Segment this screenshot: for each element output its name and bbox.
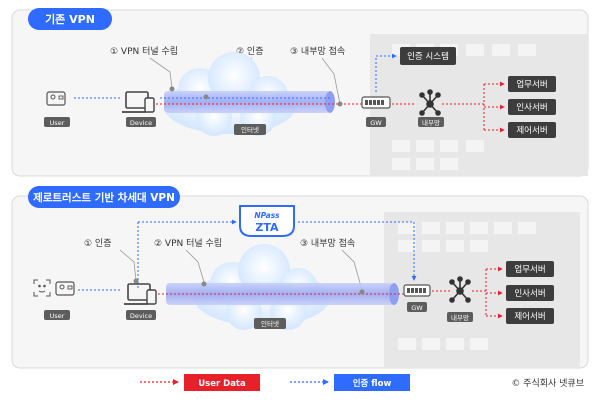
zerotrust-face-id-icon (33, 279, 51, 297)
zt-step3-dot (359, 289, 365, 295)
copyright: © 주식회사 넷큐브 (511, 378, 584, 389)
legacy-server-2-box (508, 99, 556, 115)
zerotrust-gw-label-bg (407, 302, 427, 312)
zerotrust-user-icon (55, 281, 75, 296)
legacy-step3-dot (337, 101, 343, 107)
legacy-user-icon (46, 91, 66, 106)
zta-brand-text: NPass (254, 211, 280, 220)
legacy-step2-dot (203, 94, 209, 100)
legacy-internet-label-bg (234, 124, 266, 135)
zerotrust-device-label: Device (130, 312, 152, 320)
zerotrust-step-3: ③ 내부망 접속 (300, 237, 355, 249)
legacy-internal-label-bg (418, 117, 444, 127)
legacy-vpn-tunnel (164, 91, 330, 113)
zerotrust-internal-label: 내부망 (451, 313, 469, 322)
legend-user-data-label: User Data (198, 379, 246, 389)
legend: User Data 인증 flow © 주식회사 넷큐브 (140, 374, 584, 391)
zerotrust-internal-label-bg (447, 312, 473, 322)
legacy-vpn-panel: 기존 VPN ① VPN 터널 수립 ② 인증 ③ 내부망 접속 인터넷 (11, 8, 589, 177)
legacy-gw-icon (361, 96, 391, 109)
legacy-gw-label-bg (366, 117, 386, 127)
legacy-step-2: ② 인증 (236, 46, 264, 57)
zt-step1-pointer (119, 249, 137, 281)
zerotrust-internal-net-icon (449, 276, 471, 303)
zerotrust-title-pill (28, 186, 180, 208)
legacy-auth-system-box (400, 47, 456, 65)
zerotrust-user-label-bg (44, 310, 70, 320)
legacy-gw-label: GW (370, 119, 382, 127)
zerotrust-server-1-box (506, 261, 554, 277)
legend-auth-flow-box (334, 374, 410, 391)
legacy-device-label: Device (130, 119, 152, 127)
zt-step3-pointer (341, 249, 363, 291)
zta-badge: NPass ZTA (239, 205, 295, 237)
legacy-server-1-label: 업무서버 (516, 79, 547, 90)
legacy-title: 기존 VPN (45, 12, 95, 26)
zerotrust-server-3-label: 제어서버 (514, 311, 545, 322)
legacy-server-2-label: 인사서버 (516, 102, 547, 113)
legacy-tunnel-end (325, 91, 335, 113)
zerotrust-step-2: ② VPN 터널 수립 (154, 238, 222, 249)
legend-auth-flow-label: 인증 flow (353, 378, 392, 389)
zerotrust-device-label-bg (126, 310, 156, 320)
zerotrust-gw-label: GW (411, 304, 423, 312)
zerotrust-step-1: ① 인증 (84, 238, 112, 249)
zerotrust-server-3-box (506, 308, 554, 324)
zerotrust-user-label: User (50, 312, 65, 320)
zta-label: ZTA (255, 221, 279, 234)
zerotrust-internet-label: 인터넷 (261, 319, 279, 328)
legacy-step-1: ① VPN 터널 수립 (110, 46, 178, 57)
zerotrust-internet-label-bg (254, 318, 286, 329)
legacy-server-1-box (508, 76, 556, 92)
legacy-step3-pointer (321, 57, 341, 105)
legend-user-data-box (184, 374, 260, 391)
legacy-server-3-label: 제어서버 (516, 125, 547, 136)
zerotrust-title: 제로트러스트 기반 차세대 VPN (33, 191, 175, 204)
legacy-step1-pointer (149, 57, 173, 89)
zerotrust-gw-icon (403, 284, 431, 297)
zerotrust-server-2-label: 인사서버 (514, 288, 545, 299)
zerotrust-vpn-panel: 제로트러스트 기반 차세대 VPN NPass ZTA ① 인증 ② VPN 터… (11, 186, 589, 369)
zerotrust-server-2-box (506, 285, 554, 301)
legacy-device-label-bg (126, 117, 156, 127)
legacy-server-3-box (508, 122, 556, 138)
legacy-user-label-bg (44, 117, 70, 127)
legacy-auth-system-label: 인증 시스템 (407, 51, 449, 62)
zerotrust-device-icon (124, 283, 157, 305)
legacy-device-icon (122, 91, 155, 113)
zt-step2-dot (201, 281, 207, 287)
legacy-internet-label: 인터넷 (241, 125, 259, 134)
legacy-title-pill (28, 8, 112, 30)
zerotrust-server-1-label: 업무서버 (514, 264, 545, 275)
legacy-user-label: User (50, 119, 65, 127)
legacy-step1-dot (169, 86, 175, 92)
legacy-internal-label: 내부망 (422, 118, 440, 127)
zt-step1-dot (133, 278, 139, 284)
legacy-internal-net-icon (419, 89, 441, 116)
legacy-step-3: ③ 내부망 접속 (290, 45, 345, 57)
zt-step2-pointer (185, 249, 205, 283)
